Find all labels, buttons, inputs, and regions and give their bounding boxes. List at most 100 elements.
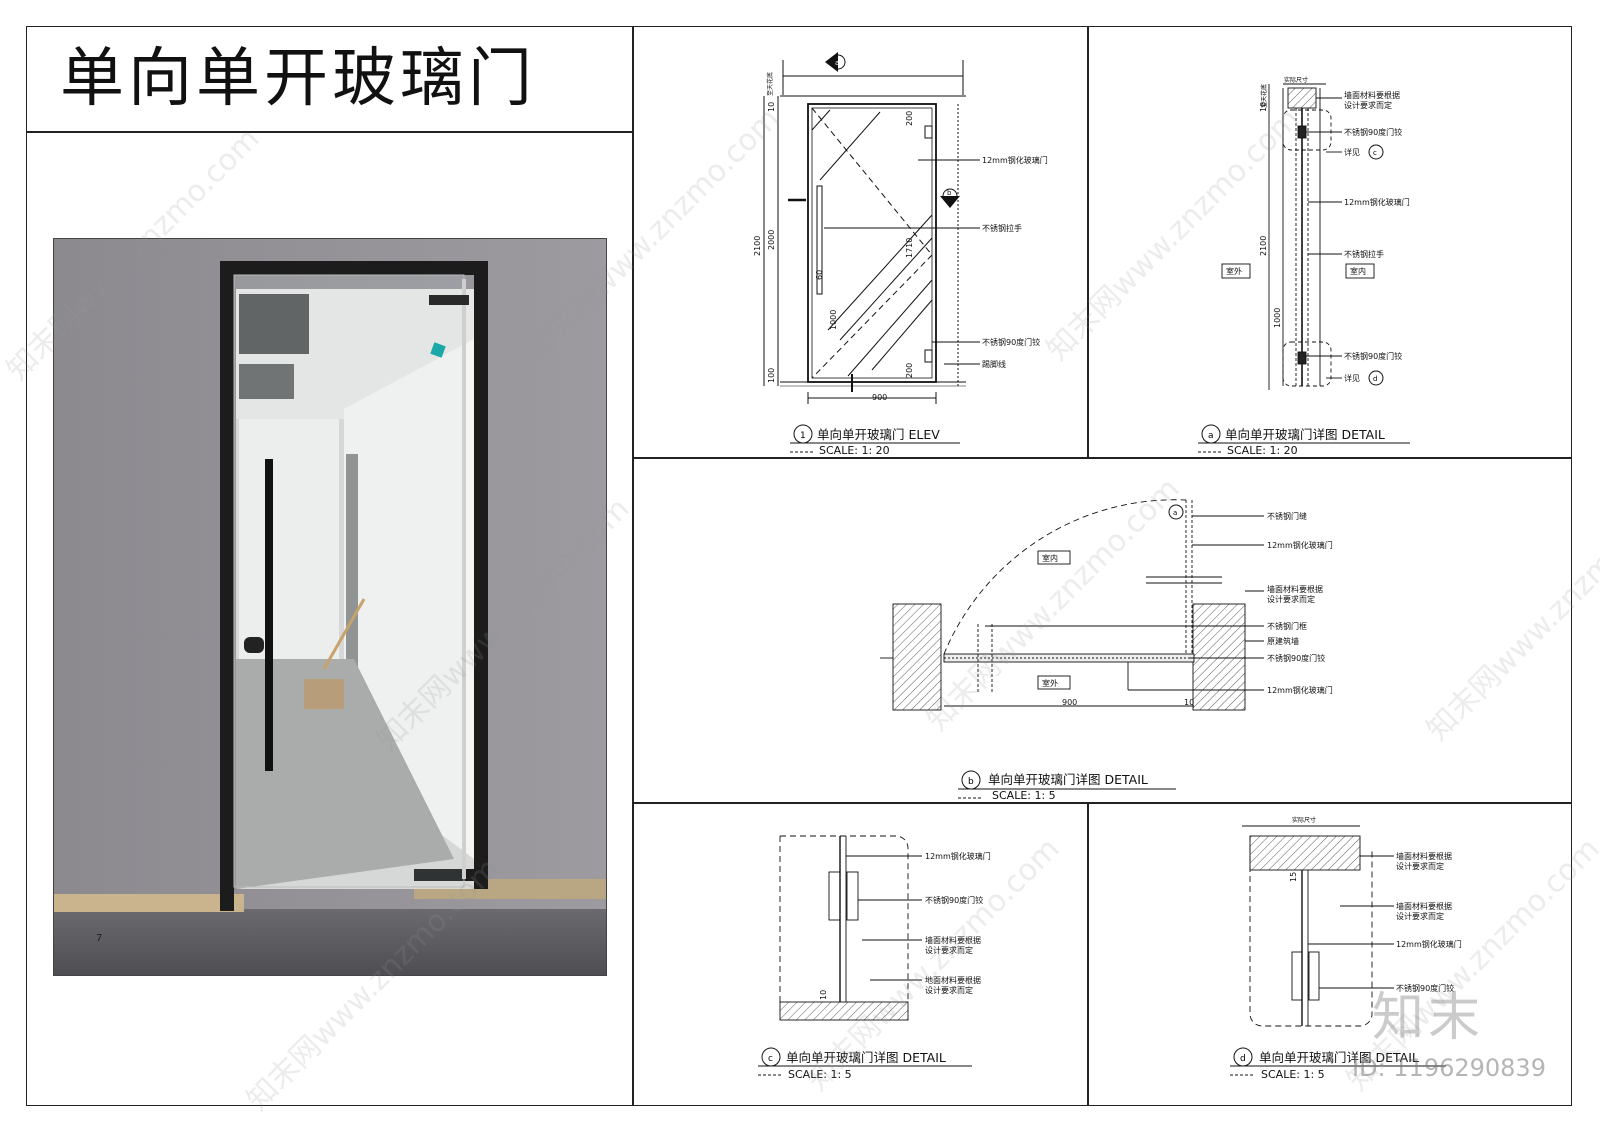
detail-b-wall-1: 墙面材料要根据 [1267, 584, 1323, 594]
elev-dim-10: 10 [767, 102, 776, 112]
detail-b-wall-2: 设计要求而定 [1267, 594, 1315, 604]
drawing-sheet [26, 26, 1572, 1106]
elev-dim-200-top: 200 [905, 111, 914, 126]
detail-b-marker-a: a [1168, 504, 1184, 520]
detail-a-actual-size: 实际尺寸 [1284, 76, 1308, 84]
marker-c-text: c [1373, 149, 1377, 157]
caption-c-title: 单向单开玻璃门详图 DETAIL [786, 1050, 946, 1065]
detail-c-glass: 12mm钢化玻璃门 [925, 851, 991, 861]
detail-c-floor-2: 设计要求而定 [925, 985, 973, 995]
caption-c: c 单向单开玻璃门详图 DETAIL SCALE: 1: 5 [758, 1047, 972, 1081]
detail-b-frame: 不锈钢门框 [1267, 621, 1307, 631]
caption-b-scale: SCALE: 1: 5 [992, 789, 1056, 802]
caption-b: b 单向单开玻璃门详图 DETAIL SCALE: 1: 5 [958, 770, 1176, 802]
detail-b-hinge: 不锈钢90度门铰 [1267, 653, 1325, 663]
elev-label-glass: 12mm钢化玻璃门 [982, 155, 1048, 165]
caption-a: a 单向单开玻璃门详图 DETAIL SCALE: 1: 20 [1198, 424, 1410, 457]
caption-d: d 单向单开玻璃门详图 DETAIL SCALE: 1: 5 [1230, 1047, 1446, 1081]
detail-b-dim-10: 10 [1184, 698, 1194, 707]
detail-b-drawing [880, 499, 1264, 711]
elev-dim-100: 100 [767, 368, 776, 383]
divider-elev [1087, 26, 1089, 458]
detail-b-outdoor: 室外 [1042, 678, 1058, 688]
caption-b-num: b [968, 777, 974, 787]
caption-d-title: 单向单开玻璃门详图 DETAIL [1259, 1050, 1419, 1065]
photo-marker: 7 [96, 933, 102, 944]
elevation-drawing [763, 60, 980, 404]
elev-dim-1710: 1710 [905, 238, 914, 258]
detail-a-ceiling: 至天花底 [1260, 84, 1268, 108]
caption-elev-scale: SCALE: 1: 20 [819, 444, 890, 457]
caption-elev-num: 1 [800, 431, 806, 441]
marker-b-text: b [947, 189, 952, 197]
caption-a-title: 单向单开玻璃门详图 DETAIL [1225, 427, 1385, 442]
elev-marker-a: a [825, 52, 846, 72]
detail-a-drawing [1221, 83, 1375, 390]
divider-title [26, 131, 632, 133]
detail-d-actual-size: 实际尺寸 [1292, 816, 1316, 824]
detail-d-wall-1: 墙面材料要根据 [1396, 851, 1452, 861]
caption-a-num: a [1208, 431, 1214, 441]
marker-a-text: a [835, 59, 839, 67]
detail-b-door-gap: 不锈钢门缝 [1267, 511, 1307, 521]
divider-photo [632, 26, 634, 1106]
caption-elev-title: 单向单开玻璃门 ELEV [817, 427, 940, 442]
detail-a-dim-2100: 2100 [1259, 236, 1268, 256]
elev-label-skirting: 踢脚线 [982, 359, 1006, 369]
elev-dim-200-bot: 200 [905, 363, 914, 378]
elev-label-hinge: 不锈钢90度门铰 [982, 337, 1040, 347]
elev-dim-900: 900 [872, 393, 887, 402]
detail-a-see-d: 详见 [1344, 373, 1360, 383]
detail-d-hinge: 不锈钢90度门铰 [1396, 983, 1454, 993]
detail-a-wall-2: 设计要求而定 [1344, 100, 1392, 110]
detail-b-original-wall: 原建筑墙 [1267, 636, 1299, 646]
marker-d-text: d [1373, 375, 1377, 383]
detail-a-hinge-bot: 不锈钢90度门铰 [1344, 351, 1402, 361]
caption-c-num: c [768, 1054, 773, 1064]
elev-dim-2000: 2000 [767, 230, 776, 250]
detail-c-floor-1: 地面材料要根据 [925, 975, 981, 985]
detail-a-marker-d: d [1368, 370, 1384, 386]
detail-b-glass-bot: 12mm钢化玻璃门 [1267, 685, 1333, 695]
detail-a-outdoor: 室外 [1226, 266, 1242, 276]
detail-a-see-c: 详见 [1344, 147, 1360, 157]
elev-dim-60: 60 [815, 270, 824, 280]
caption-d-num: d [1240, 1054, 1246, 1064]
caption-c-scale: SCALE: 1: 5 [788, 1068, 852, 1081]
detail-c-drawing [779, 835, 922, 1021]
detail-c-wall-2: 设计要求而定 [925, 945, 973, 955]
page-title: 单向单开玻璃门 [60, 42, 536, 116]
detail-c-dim-10: 10 [819, 990, 828, 1000]
caption-b-title: 单向单开玻璃门详图 DETAIL [988, 772, 1148, 787]
detail-b-indoor: 室内 [1042, 553, 1058, 563]
elev-dim-2100: 2100 [753, 236, 762, 256]
detail-d-wall-2: 设计要求而定 [1396, 861, 1444, 871]
caption-a-scale: SCALE: 1: 20 [1227, 444, 1298, 457]
detail-b-marker-a-text: a [1173, 509, 1177, 517]
znzmo-logo: 知末 [1372, 988, 1485, 1048]
detail-d-dim-15: 15 [1289, 872, 1298, 882]
elev-dim-1000: 1000 [829, 310, 838, 330]
detail-a-indoor: 室内 [1350, 266, 1366, 276]
detail-a-wall-1: 墙面材料要根据 [1344, 90, 1400, 100]
detail-d-wall-4: 设计要求而定 [1396, 911, 1444, 921]
door-photo: 7 [53, 238, 607, 976]
detail-a-glass: 12mm钢化玻璃门 [1344, 197, 1410, 207]
detail-b-dim-900: 900 [1062, 698, 1077, 707]
elev-marker-b: b [940, 188, 960, 208]
detail-a-handle: 不锈钢拉手 [1344, 249, 1384, 259]
id-tag: ID: 1196290839 [1352, 1054, 1546, 1082]
detail-a-dim-1000: 1000 [1273, 308, 1282, 328]
detail-d-drawing [1242, 825, 1394, 1027]
detail-b-glass-top: 12mm钢化玻璃门 [1267, 540, 1333, 550]
detail-d-wall-3: 墙面材料要根据 [1396, 901, 1452, 911]
divider-row1 [632, 457, 1572, 459]
detail-c-wall-1: 墙面材料要根据 [925, 935, 981, 945]
caption-d-scale: SCALE: 1: 5 [1261, 1068, 1325, 1081]
detail-a-dim-10: 10 [1259, 102, 1268, 112]
detail-a-marker-c: c [1368, 144, 1384, 160]
detail-d-glass: 12mm钢化玻璃门 [1396, 939, 1462, 949]
detail-c-hinge: 不锈钢90度门铰 [925, 895, 983, 905]
detail-a-hinge-top: 不锈钢90度门铰 [1344, 127, 1402, 137]
